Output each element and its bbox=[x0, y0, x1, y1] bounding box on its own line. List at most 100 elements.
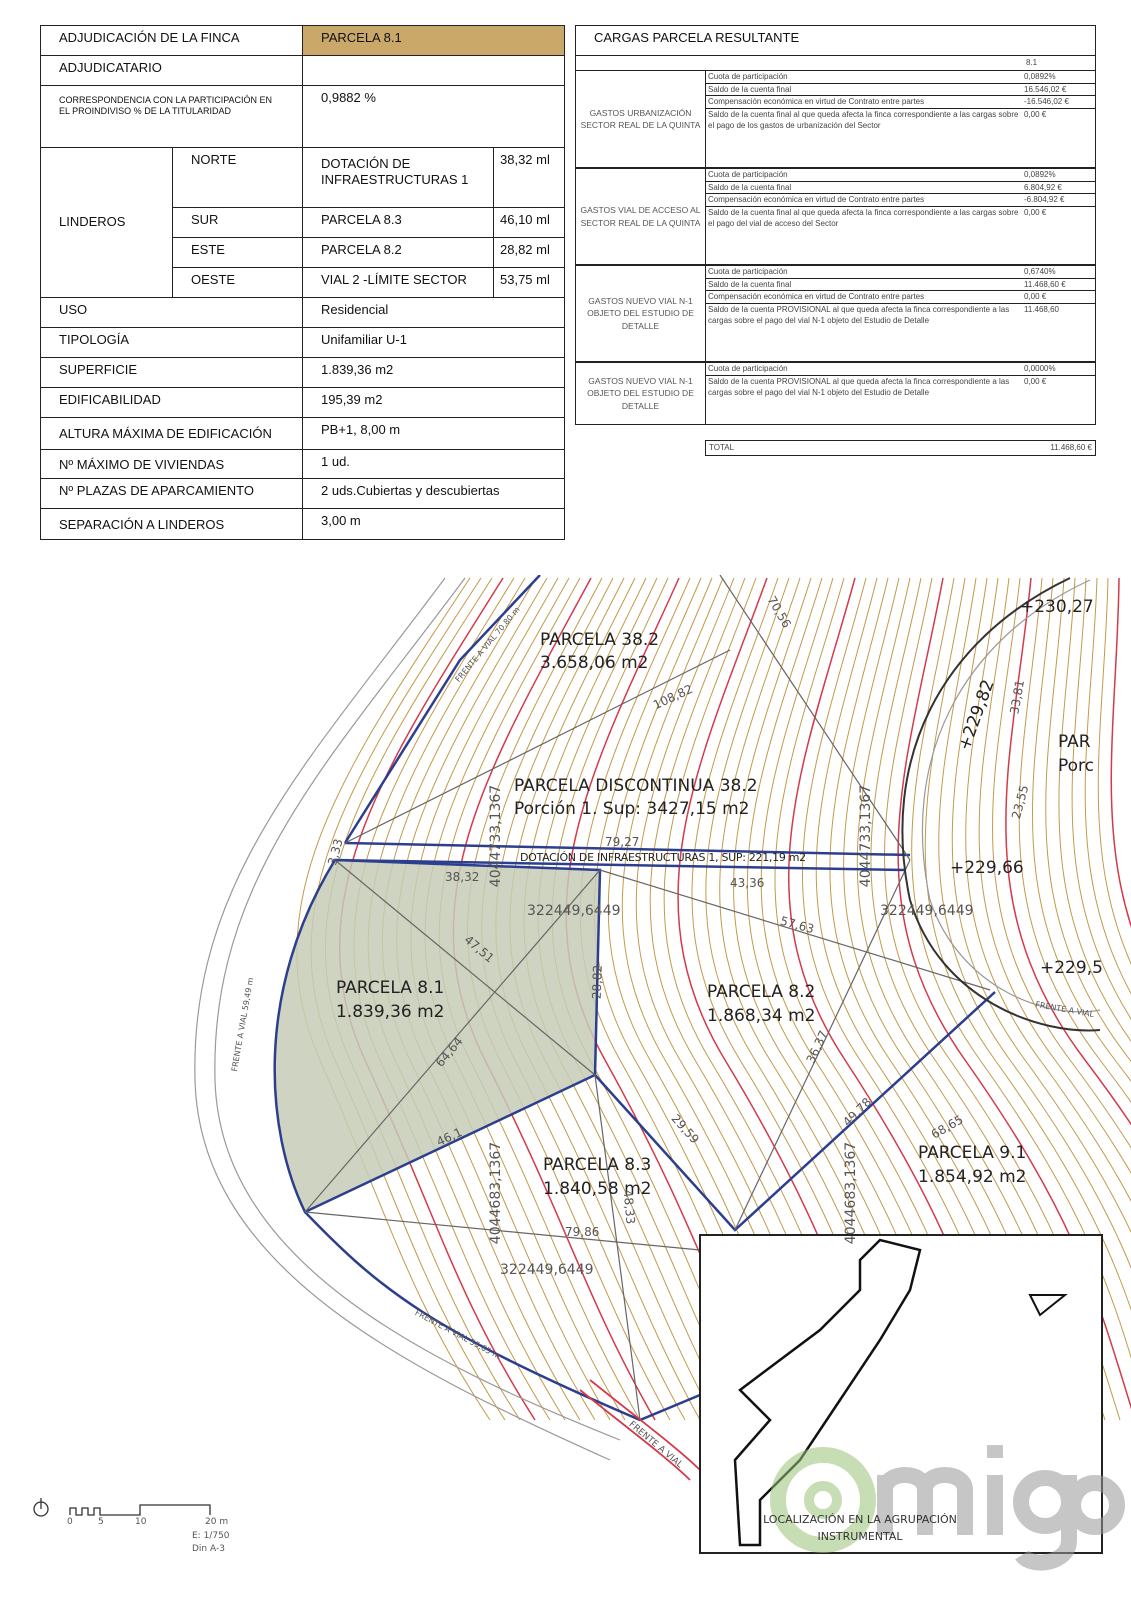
parcel-boundaries bbox=[304, 575, 996, 1422]
cargas-row-desc: Saldo de la cuenta final bbox=[708, 84, 792, 94]
lindero-dir-este: ESTE bbox=[172, 237, 303, 268]
parcel-8-1-area bbox=[273, 858, 602, 1214]
cargas-row: Saldo de la cuenta final 6.804,92 € bbox=[706, 182, 1095, 195]
lindero-length-sur: 46,10 ml bbox=[493, 207, 565, 238]
cargas-row-value: 0,6740% bbox=[1024, 267, 1056, 276]
inset-small-area bbox=[1028, 1294, 1068, 1317]
level-label: +229,5 bbox=[1040, 958, 1103, 978]
cargas-row: Saldo de la cuenta final 11.468,60 € bbox=[706, 279, 1095, 292]
coordinate-label: 4044683,1367 bbox=[488, 1141, 505, 1245]
scale-tick: 10 bbox=[135, 1517, 147, 1527]
parcel-discontinua-area: Porción 1. Sup: 3427,15 m2 bbox=[514, 799, 750, 819]
cargas-row-desc: Saldo de la cuenta PROVISIONAL al que qu… bbox=[708, 304, 1010, 326]
parcel-8-1-area-label: 1.839,36 m2 bbox=[336, 1002, 445, 1022]
adjudicatario-value bbox=[302, 55, 565, 86]
lindero-length-este: 28,82 ml bbox=[493, 237, 565, 268]
cargas-row-value: 6.804,92 € bbox=[1024, 182, 1062, 192]
scale-tick: 20 m bbox=[205, 1517, 229, 1527]
lindero-name-sur: PARCELA 8.3 bbox=[302, 207, 494, 238]
cargas-group-label: GASTOS NUEVO VIAL N-1 OBJETO DEL ESTUDIO… bbox=[575, 362, 706, 425]
porcion-cut-label: Porc bbox=[1058, 756, 1095, 776]
scale-bar-graphic bbox=[33, 1498, 211, 1517]
coordinate-label: 322449,6449 bbox=[880, 903, 974, 919]
cargas-row-value: 11.468,60 bbox=[1024, 304, 1059, 314]
contour-line bbox=[1045, 577, 1131, 1063]
contour-line bbox=[951, 577, 1131, 1234]
dotacion-label: DOTACIÓN DE INFRAESTRUCTURAS 1, SUP: 221… bbox=[520, 851, 806, 864]
uso-label: USO bbox=[40, 297, 303, 328]
dimension-label: 28,82 bbox=[589, 964, 605, 1000]
contour-line bbox=[1058, 577, 1131, 1042]
cargas-total-value: 11.468,60 € bbox=[1050, 443, 1092, 452]
contour-line bbox=[924, 577, 1131, 1311]
dimension-label: 38,32 bbox=[445, 870, 480, 884]
altura-label: ALTURA MÁXIMA DE EDIFICACIÓN bbox=[40, 417, 303, 450]
cargas-row-desc: Cuota de participación bbox=[708, 170, 788, 179]
dimension-label: 79,27 bbox=[605, 835, 640, 849]
contour-line bbox=[1110, 577, 1131, 928]
plazas-value: 2 uds.Cubiertas y descubiertas bbox=[302, 478, 565, 509]
red-lines bbox=[579, 1379, 701, 1481]
superficie-value: 1.839,36 m2 bbox=[302, 357, 565, 388]
correspondencia-label: CORRESPONDENCIA CON LA PARTICIPACIÓN EN … bbox=[40, 85, 303, 148]
contour-line bbox=[978, 577, 1131, 1175]
parcel-cut-label: PAR bbox=[1058, 732, 1091, 752]
cargas-row-value: 0,00 € bbox=[1024, 207, 1047, 217]
contour-line bbox=[1084, 577, 1131, 995]
parcel-discontinua-name: PARCELA DISCONTINUA 38.2 bbox=[514, 776, 758, 796]
lindero-dir-oeste: OESTE bbox=[172, 267, 303, 298]
cargas-row-value: 0,00 € bbox=[1024, 292, 1047, 302]
correspondencia-value: 0,9882 % bbox=[302, 85, 565, 148]
cargas-row-value: 0,00 € bbox=[1024, 109, 1047, 119]
contour-line bbox=[992, 577, 1131, 1149]
cargas-row-value: 16.546,02 € bbox=[1024, 84, 1067, 94]
viviendas-value: 1 ud. bbox=[302, 449, 565, 479]
tipologia-value: Unifamiliar U-1 bbox=[302, 327, 565, 358]
cargas-row-desc: Saldo de la cuenta final bbox=[708, 182, 792, 192]
contour-line bbox=[1018, 577, 1131, 1103]
contour-line bbox=[1031, 577, 1131, 1082]
level-label: +230,27 bbox=[1020, 597, 1094, 617]
cargas-row: Saldo de la cuenta final al que queda af… bbox=[706, 207, 1095, 230]
level-label: +229,66 bbox=[950, 858, 1024, 878]
scale-tick: 5 bbox=[98, 1517, 104, 1527]
cargas-row-value: -6.804,92 € bbox=[1024, 195, 1065, 205]
uso-value: Residencial bbox=[302, 297, 565, 328]
cargas-row-desc: Saldo de la cuenta final bbox=[708, 279, 792, 289]
lindero-name-oeste: VIAL 2 -LÍMITE SECTOR bbox=[302, 267, 494, 298]
coordinate-label: 4044733,1367 bbox=[858, 784, 875, 888]
cargas-row-value: 11.468,60 € bbox=[1024, 279, 1066, 289]
cargas-row-value: -16.546,02 € bbox=[1024, 97, 1069, 107]
cargas-row-desc: Compensación económica en virtud de Cont… bbox=[708, 292, 925, 302]
dimension-label: 43,36 bbox=[730, 876, 765, 890]
parcel-9-1-area: 1.854,92 m2 bbox=[918, 1167, 1027, 1187]
separacion-value: 3,00 m bbox=[302, 508, 565, 540]
contour-line bbox=[911, 577, 1131, 1359]
parcel-38-2-area: 3.658,06 m2 bbox=[540, 653, 649, 673]
lindero-name-norte: DOTACIÓN DE INFRAESTRUCTURAS 1 bbox=[302, 147, 494, 208]
cargas-row-desc: Compensación económica en virtud de Cont… bbox=[708, 97, 925, 107]
cargas-row: Saldo de la cuenta final al que queda af… bbox=[706, 109, 1095, 132]
contour-line bbox=[1005, 577, 1131, 1126]
finca-title-value: PARCELA 8.1 bbox=[302, 25, 565, 56]
adjudicatario-label: ADJUDICATARIO bbox=[40, 55, 303, 86]
cargas-row: Compensación económica en virtud de Cont… bbox=[706, 96, 1095, 109]
edificabilidad-value: 195,39 m2 bbox=[302, 387, 565, 418]
parcel-8-3-name: PARCELA 8.3 bbox=[543, 1155, 652, 1175]
cargas-row-desc: Cuota de participación bbox=[708, 267, 788, 276]
coordinate-label: 322449,6449 bbox=[527, 903, 621, 919]
lindero-name-este: PARCELA 8.2 bbox=[302, 237, 494, 268]
cargas-title: CARGAS PARCELA RESULTANTE bbox=[575, 25, 1096, 56]
coordinate-label: 322449,6449 bbox=[500, 1262, 594, 1278]
contour-line bbox=[965, 577, 1131, 1202]
cargas-row-value: 0,0000% bbox=[1024, 364, 1056, 373]
cargas-row: Saldo de la cuenta final 16.546,02 € bbox=[706, 84, 1095, 97]
cargas-group-label: GASTOS NUEVO VIAL N-1 OBJETO DEL ESTUDIO… bbox=[575, 265, 706, 362]
parcel-8-1-name: PARCELA 8.1 bbox=[336, 978, 445, 998]
cargas-total-row: TOTAL 11.468,60 € bbox=[705, 440, 1096, 456]
